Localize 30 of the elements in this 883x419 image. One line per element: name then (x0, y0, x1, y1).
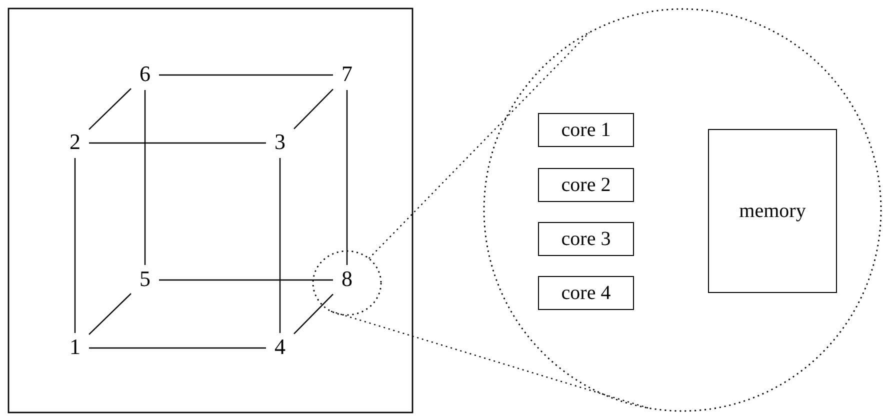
vertex-label: 5 (133, 267, 157, 293)
edge-line (294, 88, 334, 130)
frame-box (8, 8, 413, 413)
edge-line (88, 293, 132, 335)
edge-line (279, 158, 281, 333)
vertex-label: 1 (63, 335, 87, 361)
vertex-label: 4 (268, 335, 292, 361)
edge-line (159, 74, 333, 76)
vertex-label: 2 (63, 130, 87, 156)
core-box: core 4 (538, 276, 634, 310)
vertex-label: 3 (268, 130, 292, 156)
vertex-label: 6 (133, 62, 157, 88)
memory-box: memory (708, 129, 837, 293)
zoom-circle (483, 8, 882, 412)
core-box: core 2 (538, 168, 634, 202)
vertex-label: 7 (335, 62, 359, 88)
core-box: core 1 (538, 113, 634, 147)
vertex-label: 8 (335, 267, 359, 293)
zoom-line (330, 310, 648, 408)
edge-line (74, 158, 76, 333)
edge-line (159, 279, 333, 281)
edge-line (144, 90, 146, 265)
edge-line (89, 347, 266, 349)
edge-line (89, 142, 266, 144)
zoom-line (368, 32, 590, 259)
zoom-circle (312, 250, 382, 316)
edge-line (88, 88, 132, 130)
core-box: core 3 (538, 222, 634, 256)
edge-line (346, 90, 348, 265)
edge-line (294, 294, 334, 334)
